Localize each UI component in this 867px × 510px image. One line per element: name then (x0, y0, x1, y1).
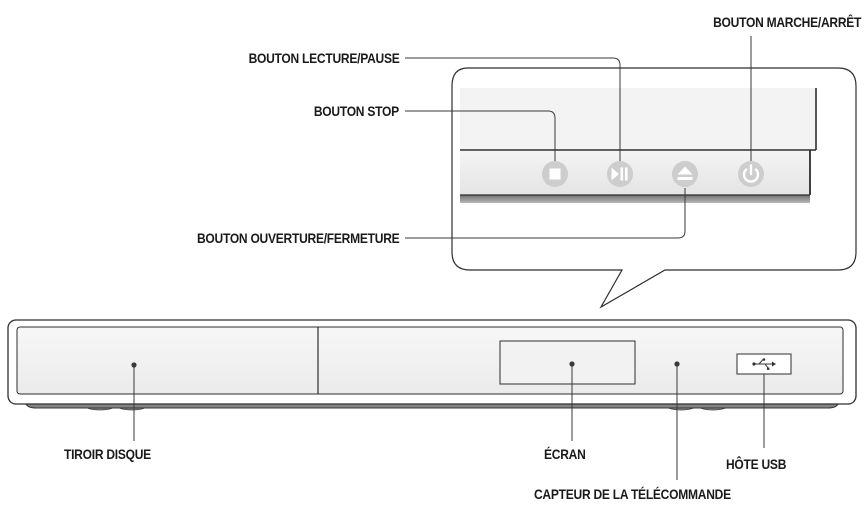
label-usb-host: HÔTE USB (726, 456, 787, 472)
eject-icon[interactable] (672, 161, 698, 187)
leader-lines (133, 36, 765, 480)
label-power-button: BOUTON MARCHE/ARRÊT (712, 14, 861, 30)
usb-icon (752, 358, 776, 370)
stop-icon[interactable] (542, 161, 568, 187)
label-open-close-button: BOUTON OUVERTURE/FERMETURE (196, 230, 400, 246)
label-display: ÉCRAN (544, 446, 586, 462)
zoomed-front-panel (460, 88, 817, 203)
leader-dots (131, 361, 680, 368)
label-remote-sensor: CAPTEUR DE LA TÉLÉCOMMANDE (534, 486, 731, 502)
label-play-pause-button: BOUTON LECTURE/PAUSE (248, 50, 399, 66)
play-pause-icon[interactable] (607, 161, 633, 187)
player-body (7, 319, 857, 411)
label-disc-tray: TIROIR DISQUE (64, 446, 151, 462)
power-icon[interactable] (738, 161, 764, 187)
label-stop-button: BOUTON STOP (313, 103, 399, 119)
